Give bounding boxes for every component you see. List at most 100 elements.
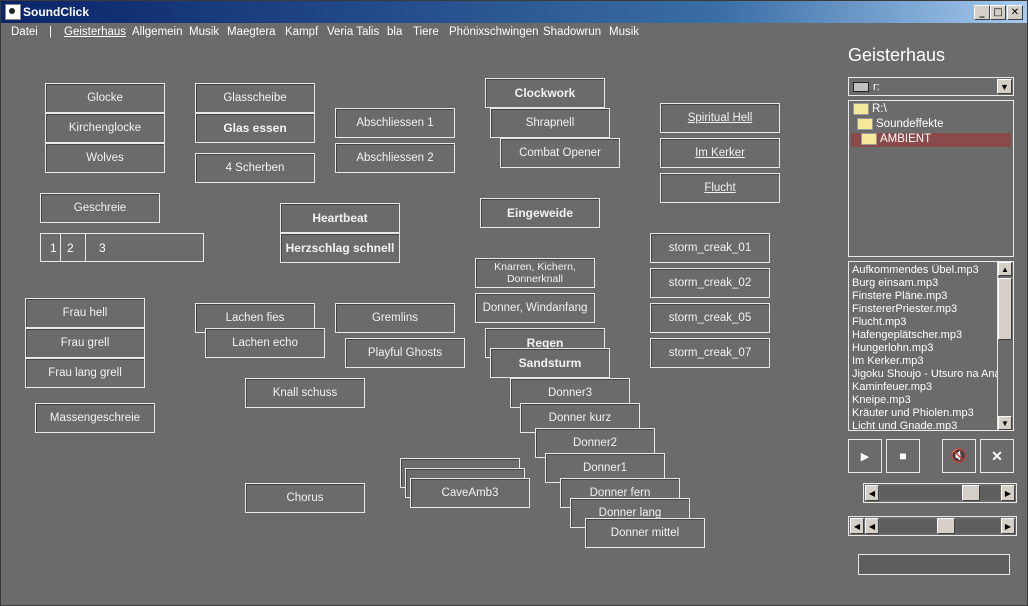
slider-left-icon[interactable]: ◀: [865, 485, 879, 501]
sound-button[interactable]: Gremlins: [335, 303, 455, 333]
slider-left-icon[interactable]: ◀: [865, 518, 879, 534]
list-item[interactable]: FinstererPriester.mp3: [852, 303, 958, 315]
sound-button[interactable]: Playful Ghosts: [345, 338, 465, 368]
sound-button[interactable]: Glasscheibe: [195, 83, 315, 113]
tree-node[interactable]: R:\: [853, 103, 887, 117]
scroll-up-icon[interactable]: ▲: [998, 262, 1012, 276]
menu-bla[interactable]: bla: [387, 26, 403, 38]
clear-button[interactable]: ✕: [980, 439, 1014, 473]
tree-node-label: Soundeffekte: [876, 118, 944, 131]
menu-geisterhaus[interactable]: Geisterhaus: [64, 26, 127, 38]
sound-button[interactable]: Spiritual Hell: [660, 103, 780, 133]
list-item[interactable]: Kneipe.mp3: [852, 394, 911, 406]
list-item[interactable]: Kaminfeuer.mp3: [852, 381, 933, 393]
minimize-button[interactable]: _: [974, 5, 990, 20]
page-tab-1[interactable]: 1: [50, 241, 57, 255]
sound-button[interactable]: Frau grell: [25, 328, 145, 358]
sound-button[interactable]: storm_creak_05: [650, 303, 770, 333]
page-selector: 1 2 3: [40, 233, 204, 262]
mute-icon: 🔇: [950, 448, 968, 463]
sound-button[interactable]: storm_creak_07: [650, 338, 770, 368]
list-item[interactable]: Hungerlohn.mp3: [852, 342, 934, 354]
sound-button[interactable]: Geschreie: [40, 193, 160, 223]
sound-button[interactable]: Donner, Windanfang: [475, 293, 595, 323]
slider-right-icon[interactable]: ▶: [1001, 485, 1015, 501]
title-bar[interactable]: SoundClick _ □ ✕: [1, 1, 1027, 23]
slider-right-icon[interactable]: ▶: [1001, 518, 1015, 534]
list-item[interactable]: Finstere Pläne.mp3: [852, 290, 948, 302]
position-slider[interactable]: ◀ ▶: [863, 483, 1017, 503]
play-button[interactable]: ▶: [848, 439, 882, 473]
list-item[interactable]: Burg einsam.mp3: [852, 277, 939, 289]
sound-button[interactable]: Clockwork: [485, 78, 605, 108]
sound-button[interactable]: 4 Scherben: [195, 153, 315, 183]
slider-knob[interactable]: [962, 485, 980, 501]
sound-button[interactable]: Im Kerker: [660, 138, 780, 168]
sound-button[interactable]: Wolves: [45, 143, 165, 173]
mute-button[interactable]: 🔇: [942, 439, 976, 473]
sound-button[interactable]: Glas essen: [195, 113, 315, 143]
list-item[interactable]: Kräuter und Phiolen.mp3: [852, 407, 974, 419]
sound-button[interactable]: Knarren, Kichern, Donnerknall: [475, 258, 595, 288]
sound-button[interactable]: Donner mittel: [585, 518, 705, 548]
sound-button[interactable]: Frau lang grell: [25, 358, 145, 388]
sound-button[interactable]: Abschliessen 1: [335, 108, 455, 138]
sound-button[interactable]: Herzschlag schnell: [280, 233, 400, 263]
menu-separator: |: [49, 26, 52, 38]
sound-button[interactable]: Massengeschreie: [35, 403, 155, 433]
play-icon: ▶: [860, 450, 870, 463]
slider-knob[interactable]: [937, 518, 955, 534]
sound-button[interactable]: Lachen echo: [205, 328, 325, 358]
sound-button[interactable]: Glocke: [45, 83, 165, 113]
volume-slider[interactable]: ◀ ◀ ▶: [848, 516, 1017, 536]
sound-button[interactable]: Heartbeat: [280, 203, 400, 233]
sound-button[interactable]: Frau hell: [25, 298, 145, 328]
sound-button[interactable]: Sandsturm: [490, 348, 610, 378]
list-item[interactable]: Aufkommendes Übel.mp3: [852, 264, 979, 276]
list-item[interactable]: Jigoku Shoujo - Utsuro na Ana.: [852, 368, 997, 380]
sound-button[interactable]: storm_creak_01: [650, 233, 770, 263]
page-tab-3[interactable]: 3: [99, 241, 106, 255]
folder-open-icon: [861, 133, 877, 145]
menu-datei[interactable]: Datei: [11, 26, 38, 38]
file-list-scrollbar[interactable]: ▲ ▼: [997, 262, 1013, 430]
list-item[interactable]: Flucht.mp3: [852, 316, 907, 328]
page-tab-2[interactable]: 2: [67, 241, 74, 255]
tree-node-selected[interactable]: AMBIENT: [851, 133, 1011, 147]
chevron-down-icon[interactable]: ▼: [997, 79, 1012, 94]
sound-button[interactable]: Shrapnell: [490, 108, 610, 138]
sound-button[interactable]: Combat Opener: [500, 138, 620, 168]
sound-button[interactable]: Knall schuss: [245, 378, 365, 408]
menu-phoenixschwingen[interactable]: Phönixschwingen: [449, 26, 539, 38]
tree-node[interactable]: Soundeffekte: [857, 118, 944, 132]
drive-select[interactable]: r: ▼: [848, 77, 1014, 96]
sound-button[interactable]: storm_creak_02: [650, 268, 770, 298]
sound-button[interactable]: Abschliessen 2: [335, 143, 455, 173]
stop-button[interactable]: ■: [886, 439, 920, 473]
menu-veria-talis[interactable]: Veria Talis: [327, 26, 380, 38]
menu-allgemein[interactable]: Allgemein: [132, 26, 183, 38]
menu-tiere[interactable]: Tiere: [413, 26, 439, 38]
close-window-button[interactable]: ✕: [1007, 5, 1023, 20]
list-item[interactable]: Licht und Gnade.mp3: [852, 420, 958, 431]
menu-musik[interactable]: Musik: [189, 26, 220, 38]
list-item[interactable]: Im Kerker.mp3: [852, 355, 924, 367]
sound-button[interactable]: Eingeweide: [480, 198, 600, 228]
stop-icon: ■: [899, 449, 907, 463]
sound-button[interactable]: Chorus: [245, 483, 365, 513]
menu-kampf[interactable]: Kampf: [285, 26, 319, 38]
panel-title: Geisterhaus: [848, 45, 946, 65]
menu-musik-2[interactable]: Musik: [609, 26, 640, 38]
sound-button[interactable]: CaveAmb3: [410, 478, 530, 508]
app-title: SoundClick: [23, 5, 90, 19]
list-item[interactable]: Hafengeplätscher.mp3: [852, 329, 963, 341]
scroll-thumb[interactable]: [998, 278, 1012, 340]
maximize-button[interactable]: □: [990, 5, 1006, 20]
menu-maegtera[interactable]: Maegtera: [227, 26, 276, 38]
scroll-down-icon[interactable]: ▼: [998, 416, 1012, 430]
menu-shadowrun[interactable]: Shadowrun: [543, 26, 602, 38]
sound-button[interactable]: Flucht: [660, 173, 780, 203]
sound-button[interactable]: Kirchenglocke: [45, 113, 165, 143]
slider-left-icon[interactable]: ◀: [850, 518, 864, 534]
